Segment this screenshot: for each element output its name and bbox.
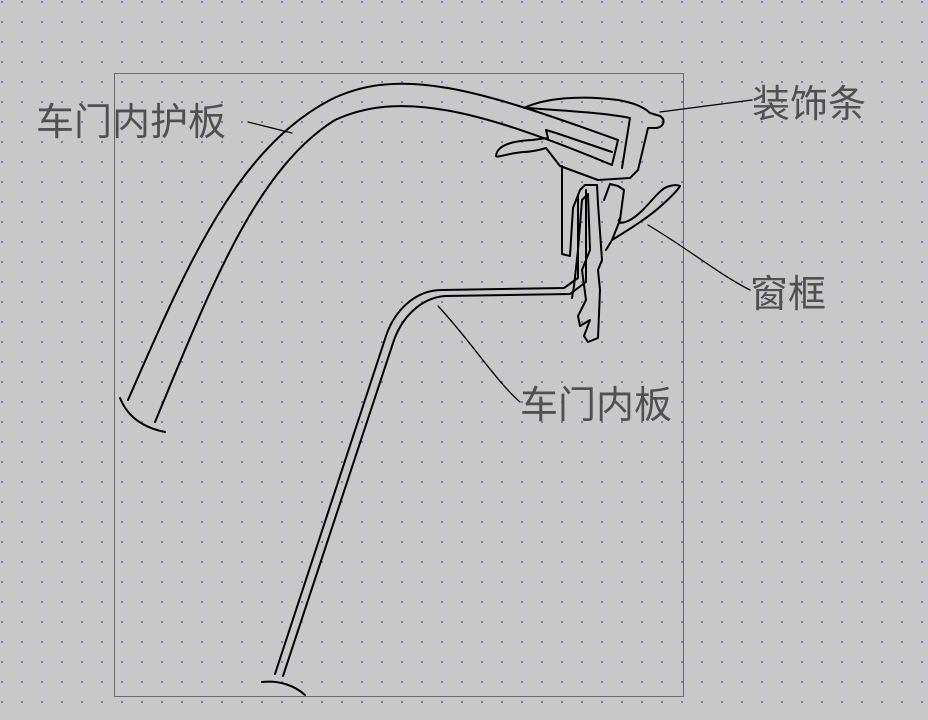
label-door-trim-panel: 车门内护板 [36, 100, 227, 144]
leader-line-window-frame [647, 224, 751, 291]
label-molding: 装饰条 [752, 82, 867, 126]
molding-shape [495, 96, 665, 181]
leader-line-trim-panel [247, 121, 293, 134]
leader-line-molding [659, 99, 753, 113]
label-window-frame: 窗框 [750, 272, 827, 316]
label-door-inner-panel: 车门内板 [520, 383, 673, 427]
leader-line-inner-panel [437, 305, 521, 403]
door-trim-panel-shape [119, 82, 619, 433]
door-inner-panel-shape [261, 189, 587, 696]
leader-lines [247, 99, 753, 403]
window-frame-shape [561, 165, 681, 343]
drawing-border [114, 73, 684, 697]
